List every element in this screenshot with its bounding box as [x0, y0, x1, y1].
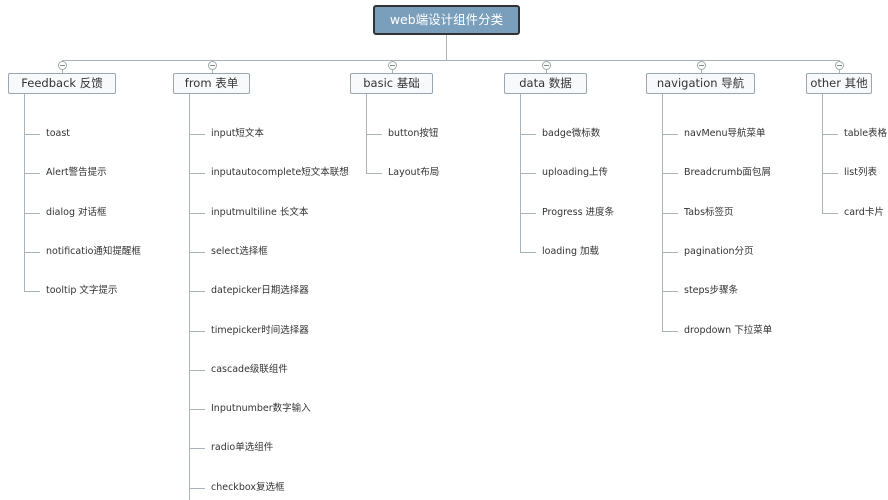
item-connector	[189, 134, 205, 135]
item-connector	[189, 252, 205, 253]
branch-spine-line	[366, 94, 367, 174]
leaf-item[interactable]: Breadcrumb面包屑	[684, 167, 771, 178]
collapse-toggle-icon[interactable]	[835, 61, 844, 70]
leaf-item[interactable]: steps步骤条	[684, 285, 738, 296]
category-node-form[interactable]: from 表单	[173, 73, 250, 94]
item-connector	[662, 134, 678, 135]
leaf-item[interactable]: radio单选组件	[211, 442, 274, 453]
leaf-item[interactable]: cascade级联组件	[211, 364, 288, 375]
category-node-navigation[interactable]: navigation 导航	[646, 73, 755, 94]
item-connector	[189, 370, 205, 371]
leaf-item[interactable]: dialog 对话框	[46, 207, 107, 218]
leaf-item[interactable]: pagination分页	[684, 246, 754, 257]
leaf-item[interactable]: tooltip 文字提示	[46, 285, 118, 296]
collapse-toggle-icon[interactable]	[58, 61, 67, 70]
item-connector	[520, 252, 536, 253]
item-connector	[822, 134, 838, 135]
item-connector	[662, 252, 678, 253]
leaf-item[interactable]: loading 加载	[542, 246, 600, 257]
category-node-other[interactable]: other 其他	[806, 73, 872, 94]
leaf-item[interactable]: table表格	[844, 128, 888, 139]
leaf-item[interactable]: dropdown 下拉菜单	[684, 325, 773, 336]
collapse-toggle-icon[interactable]	[388, 61, 397, 70]
leaf-item[interactable]: Alert警告提示	[46, 167, 107, 178]
branch-spine-line	[520, 94, 521, 252]
leaf-item[interactable]: Inputnumber数字输入	[211, 403, 311, 414]
branch-spine-line	[662, 94, 663, 331]
category-node-data[interactable]: data 数据	[504, 73, 587, 94]
item-connector	[662, 291, 678, 292]
leaf-item[interactable]: Progress 进度条	[542, 207, 615, 218]
leaf-item[interactable]: list列表	[844, 167, 877, 178]
item-connector	[366, 134, 382, 135]
item-connector	[189, 448, 205, 449]
item-connector	[24, 134, 40, 135]
leaf-item[interactable]: notificatio通知提醒框	[46, 246, 141, 257]
leaf-item[interactable]: input短文本	[211, 128, 264, 139]
item-connector	[822, 173, 838, 174]
leaf-item[interactable]: button按钮	[388, 128, 439, 139]
item-connector	[189, 291, 205, 292]
item-connector	[24, 173, 40, 174]
item-connector	[189, 331, 205, 332]
item-connector	[189, 173, 205, 174]
item-connector	[662, 213, 678, 214]
category-bus-line	[62, 60, 839, 61]
item-connector	[520, 134, 536, 135]
leaf-item[interactable]: timepicker时间选择器	[211, 325, 309, 336]
branch-spine-line	[189, 94, 190, 500]
item-connector	[189, 213, 205, 214]
leaf-item[interactable]: toast	[46, 128, 71, 139]
item-connector	[24, 252, 40, 253]
leaf-item[interactable]: datepicker日期选择器	[211, 285, 309, 296]
item-connector	[520, 173, 536, 174]
item-connector	[366, 173, 382, 174]
item-connector	[189, 409, 205, 410]
leaf-item[interactable]: navMenu导航菜单	[684, 128, 766, 139]
collapse-toggle-icon[interactable]	[697, 61, 706, 70]
item-connector	[662, 331, 678, 332]
leaf-item[interactable]: Tabs标签页	[684, 207, 734, 218]
leaf-item[interactable]: uploading上传	[542, 167, 609, 178]
collapse-toggle-icon[interactable]	[208, 61, 217, 70]
root-connector	[446, 35, 447, 60]
leaf-item[interactable]: inputautocomplete短文本联想	[211, 167, 349, 178]
leaf-item[interactable]: Layout布局	[388, 167, 440, 178]
item-connector	[822, 213, 838, 214]
branch-spine-line	[24, 94, 25, 292]
leaf-item[interactable]: inputmultiline 长文本	[211, 207, 309, 218]
branch-spine-line	[822, 94, 823, 213]
category-node-basic[interactable]: basic 基础	[350, 73, 433, 94]
item-connector	[520, 213, 536, 214]
item-connector	[662, 173, 678, 174]
leaf-item[interactable]: select选择框	[211, 246, 268, 257]
leaf-item[interactable]: badge微标数	[542, 128, 601, 139]
root-node[interactable]: web端设计组件分类	[373, 5, 520, 35]
item-connector	[24, 291, 40, 292]
item-connector	[189, 488, 205, 489]
collapse-toggle-icon[interactable]	[542, 61, 551, 70]
leaf-item[interactable]: card卡片	[844, 207, 884, 218]
leaf-item[interactable]: checkbox复选框	[211, 482, 285, 493]
category-node-feedback[interactable]: Feedback 反馈	[8, 73, 116, 94]
item-connector	[24, 213, 40, 214]
